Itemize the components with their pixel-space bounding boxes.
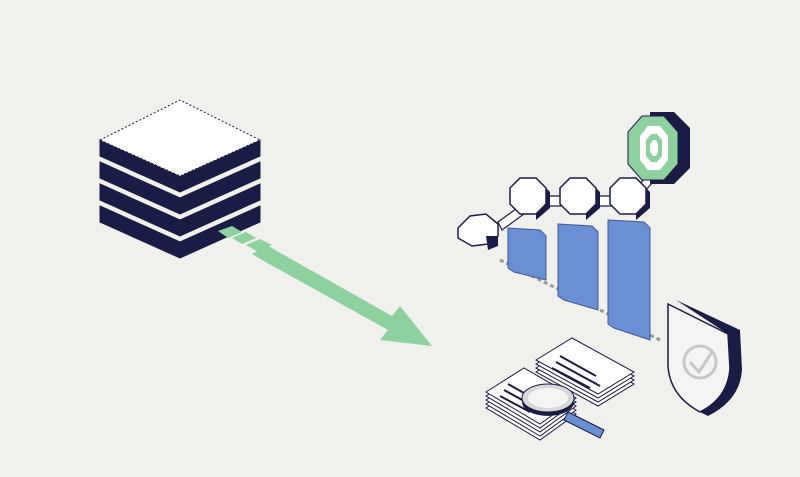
target-icon [627,112,690,184]
chart-node [509,177,550,220]
chart-node [457,213,499,250]
magnifier-icon [521,383,605,439]
arrow-icon [218,226,432,346]
chart-node [559,177,600,220]
bar-chart-icon [457,169,661,342]
chart-node [609,177,650,220]
shield-check-icon [667,300,742,416]
database-stack-icon [98,99,262,259]
